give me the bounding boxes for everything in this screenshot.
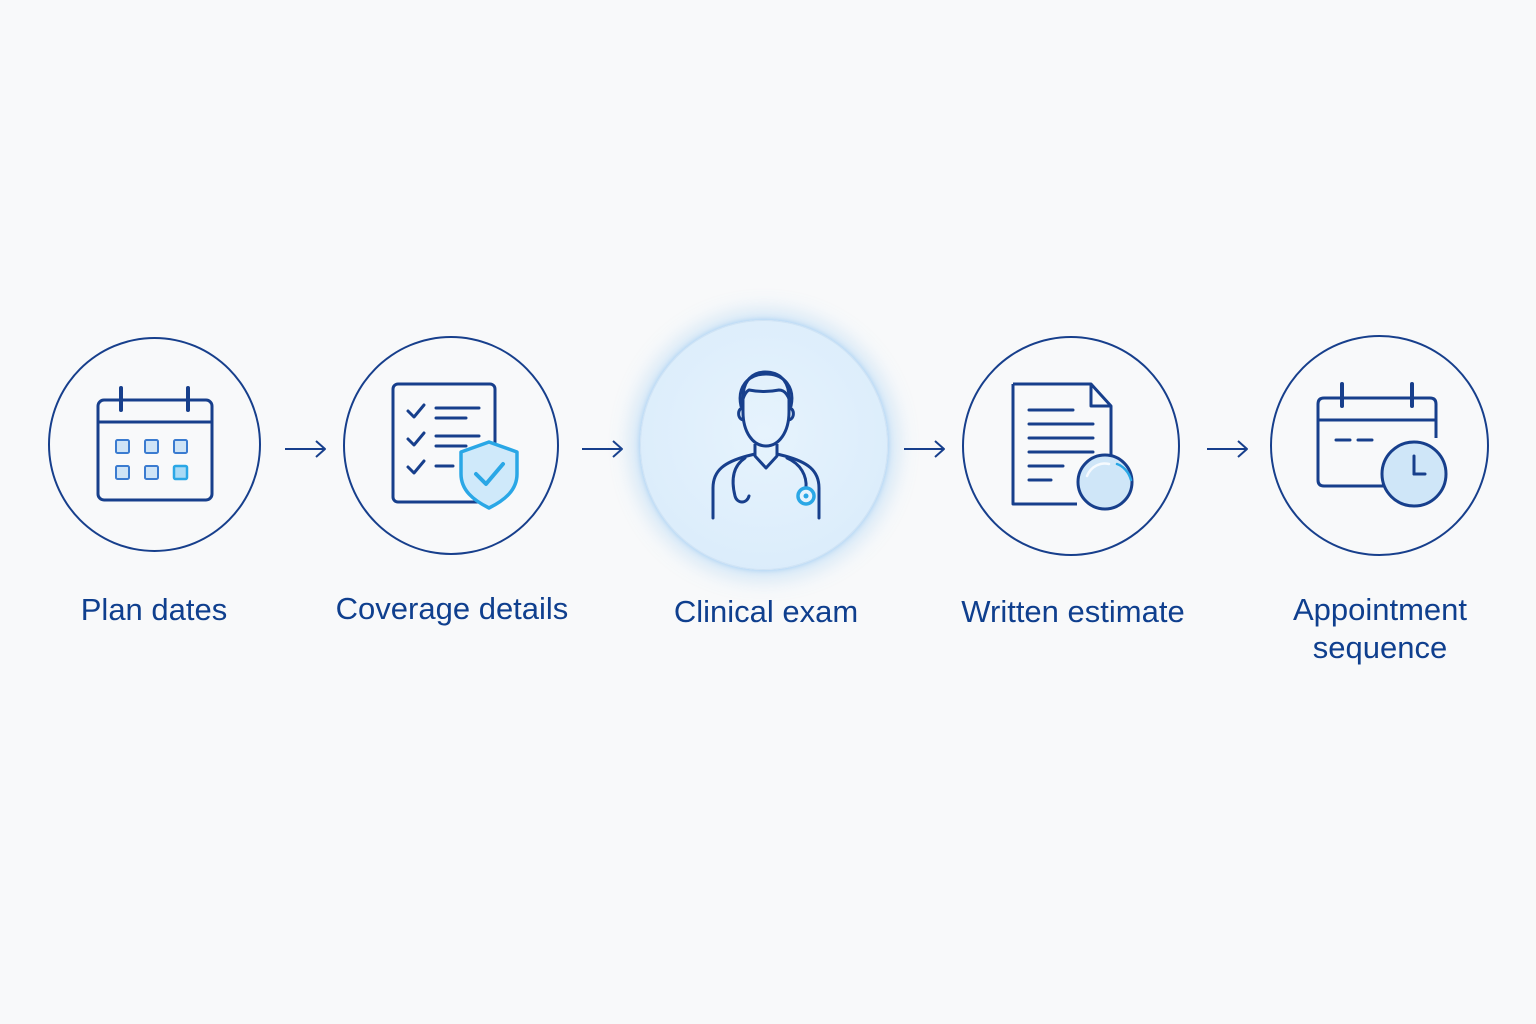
step-label: Coverage details: [335, 591, 569, 626]
step-plan-dates: [48, 337, 261, 552]
step-coverage-details: [343, 336, 559, 555]
step-label: Appointment sequence: [1292, 592, 1468, 665]
step-appointment-sequence: [1270, 335, 1489, 556]
document-magnifier-icon: [1001, 376, 1141, 516]
checklist-shield-icon: [381, 376, 521, 516]
arrow-right-icon: [902, 438, 948, 460]
arrow-right-icon: [283, 438, 329, 460]
step-clinical-exam: [640, 320, 888, 570]
step-label: Clinical exam: [673, 594, 859, 629]
step-label: Written estimate: [961, 594, 1185, 629]
step-label: Plan dates: [80, 592, 228, 627]
calendar-icon: [90, 380, 220, 510]
doctor-stethoscope-icon: [689, 360, 839, 530]
calendar-clock-icon: [1310, 376, 1450, 516]
arrow-right-icon: [1205, 438, 1251, 460]
arrow-right-icon: [580, 438, 626, 460]
step-written-estimate: [962, 336, 1180, 556]
